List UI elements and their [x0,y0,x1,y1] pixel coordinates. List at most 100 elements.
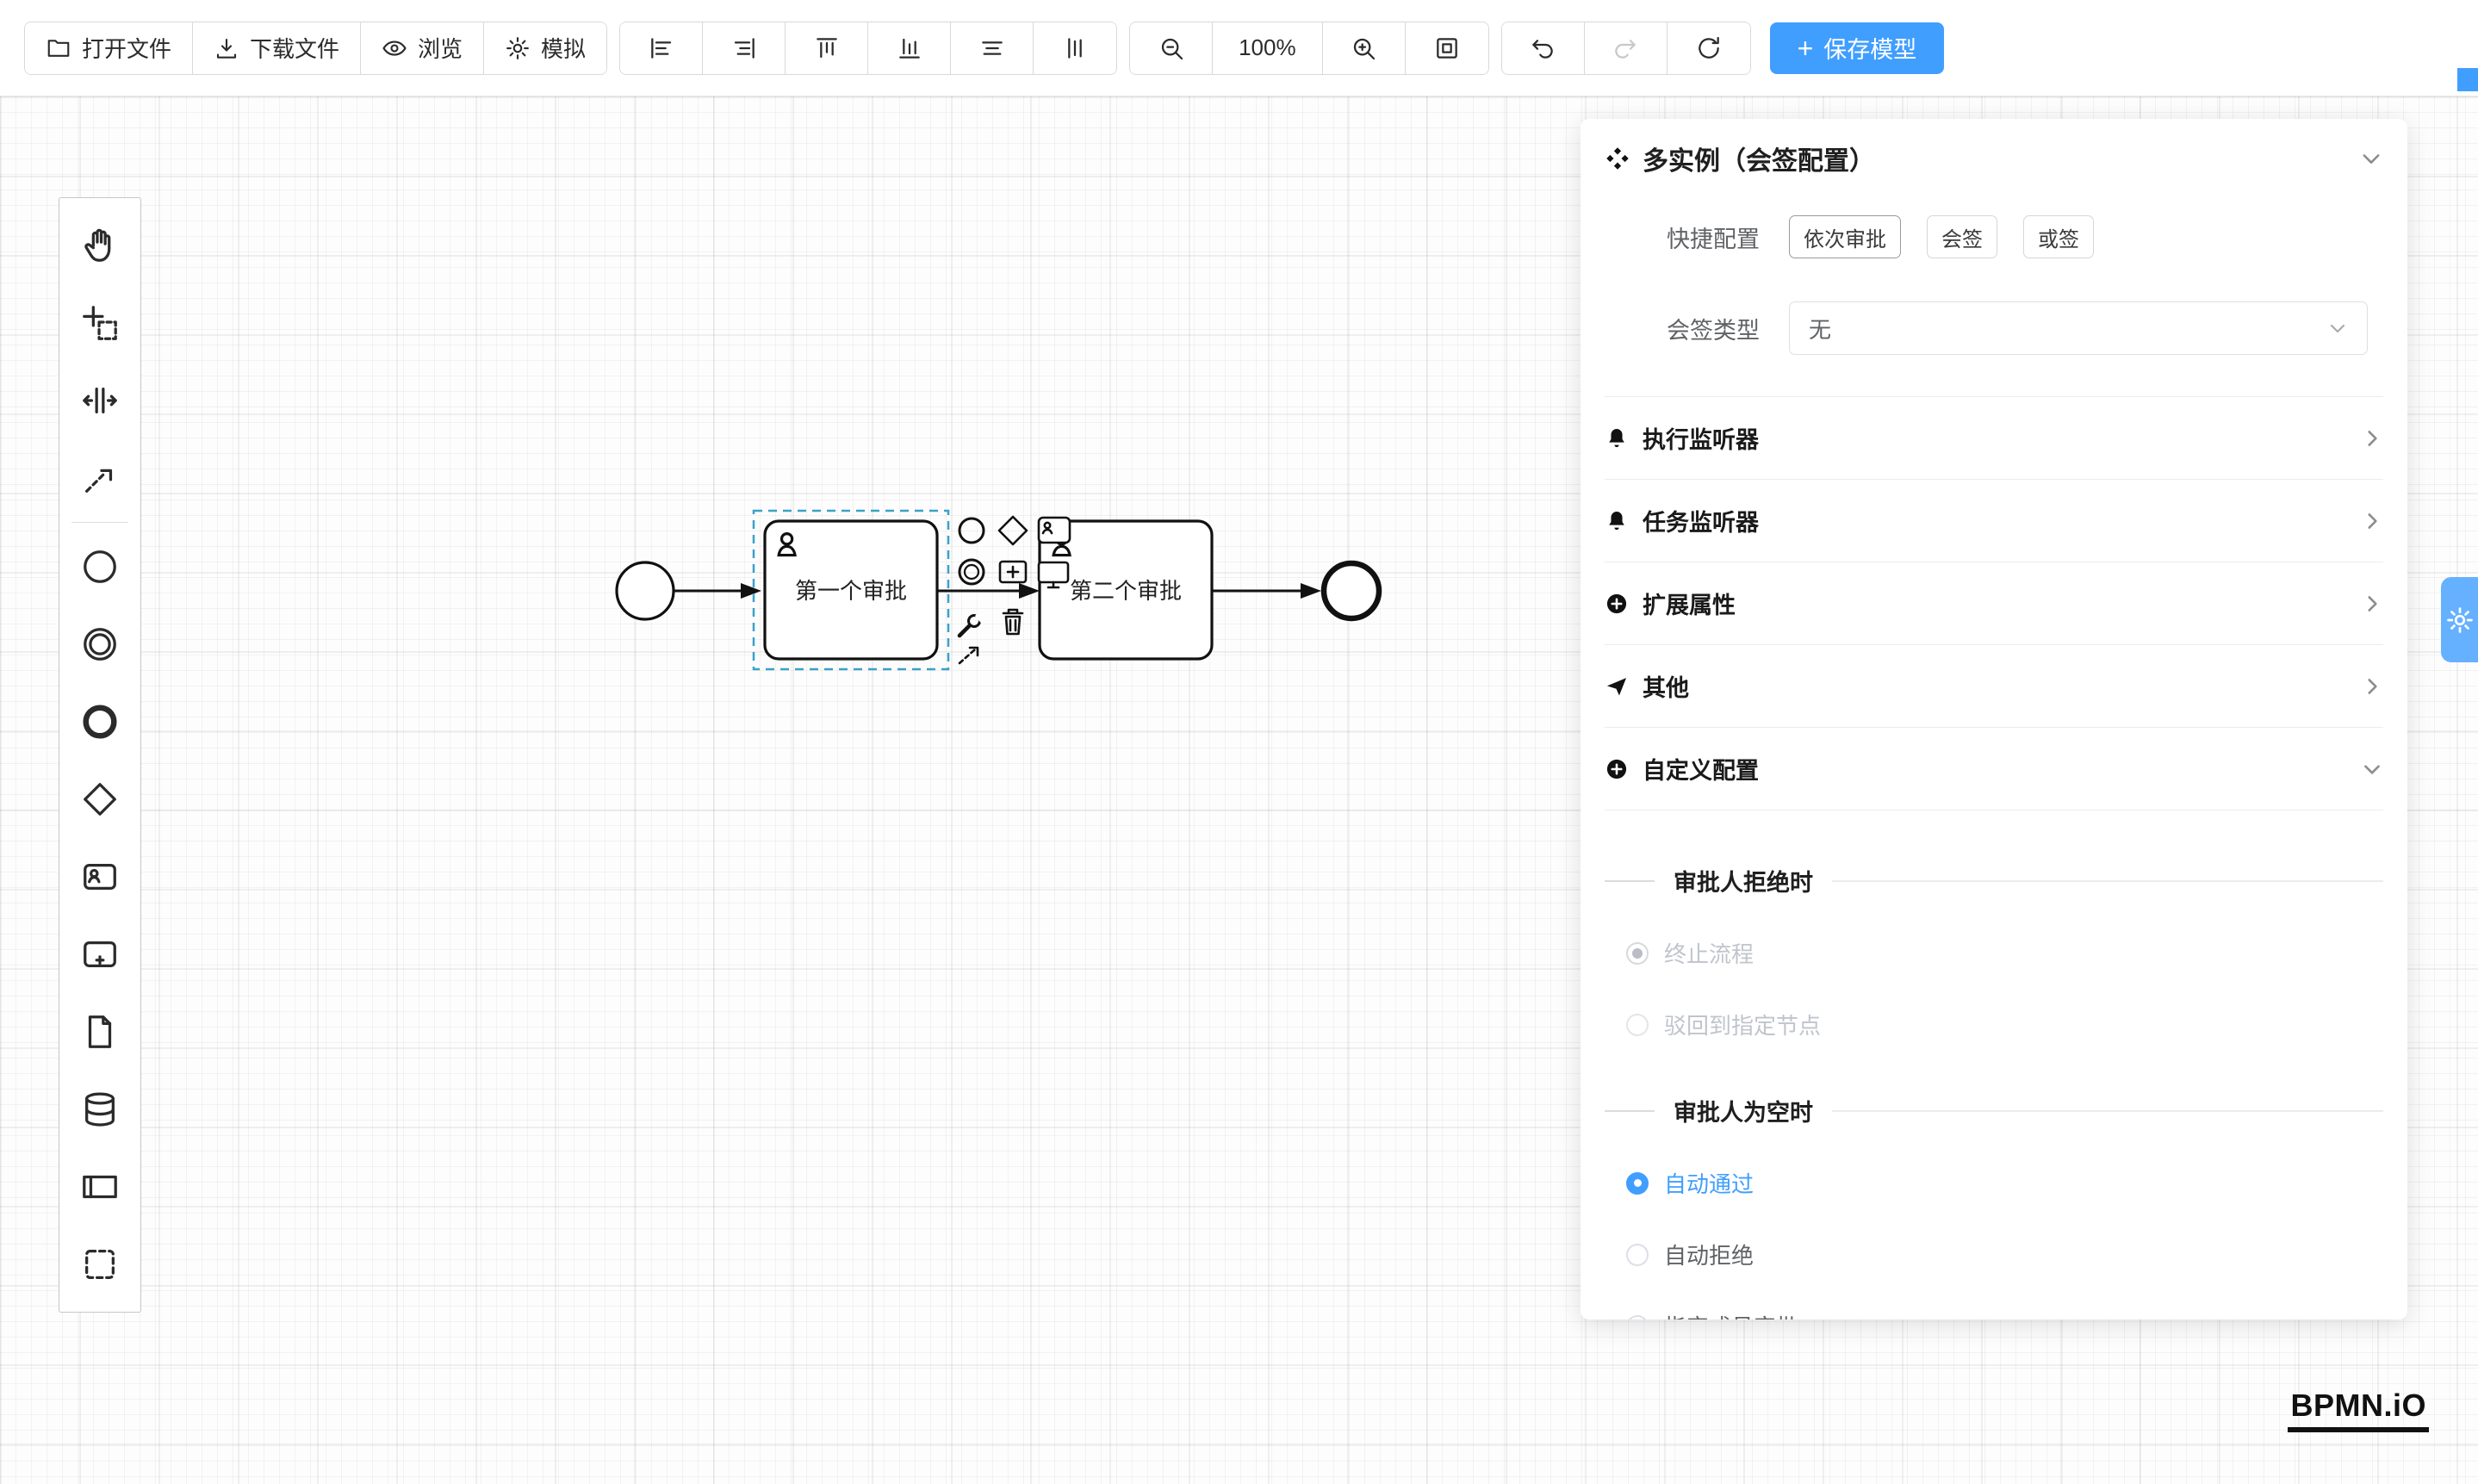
radio-auto-reject[interactable]: 自动拒绝 [1626,1239,2383,1270]
create-group[interactable] [59,1226,141,1303]
create-file[interactable] [59,993,141,1071]
chevron-down-icon [2364,764,2380,774]
undo-button[interactable] [1501,22,1585,74]
download-file-label: 下载文件 [250,36,340,62]
create-pool[interactable] [59,1148,141,1226]
pad-append-intermediate-event[interactable] [958,558,985,586]
pad-append-gateway[interactable] [997,515,1028,546]
radio-auto-pass[interactable]: 自动通过 [1626,1167,2383,1199]
file-icon [88,1015,112,1048]
pad-append-user-task[interactable] [1037,516,1071,544]
file-button-group: 打开文件 下载文件 浏览 模拟 [24,21,608,75]
bpmn-io-logo[interactable]: BPMN.iO [2288,1388,2429,1432]
create-intermediate-event[interactable] [59,605,141,683]
align-right-button[interactable] [703,22,786,74]
end-event-shape[interactable] [1320,560,1382,622]
align-left-icon [650,37,671,59]
start-event-shape[interactable] [615,561,675,621]
radio-return-to-node[interactable]: 驳回到指定节点 [1626,1009,2383,1040]
create-datastore[interactable] [59,1071,141,1148]
zoom-level: 100% [1213,22,1323,74]
execution-listener-row[interactable]: 执行监听器 [1605,396,2383,479]
scrollbar-thumb[interactable] [2457,68,2478,91]
chevron-right-icon [2368,512,2377,529]
zoom-in-button[interactable] [1322,22,1406,74]
other-row[interactable]: 其他 [1605,644,2383,727]
lasso-tool[interactable] [59,284,141,362]
zoom-button-group: 100% [1129,21,1489,75]
quick-config-row: 快捷配置 依次审批 会签 或签 [1605,207,2383,267]
user-task-1[interactable]: 第一个审批 [763,519,939,661]
sign-type-select[interactable]: 无 [1789,301,2368,355]
quick-option-sequential[interactable]: 依次审批 [1789,215,1901,258]
subprocess-icon [84,941,116,968]
bpmn-diagram: 第一个审批 第二个审批 [615,509,1382,671]
hand-icon [84,228,111,262]
save-model-button[interactable]: + 保存模型 [1769,22,1945,74]
radio-icon [1626,1171,1649,1195]
zoom-in-icon [1353,38,1376,59]
task2-label: 第二个审批 [1070,578,1182,604]
redo-button[interactable] [1584,22,1668,74]
space-tool[interactable] [59,362,141,439]
radio-icon [1626,941,1649,965]
send-icon [1606,677,1627,695]
open-file-button[interactable]: 打开文件 [25,22,194,74]
radio-assign-member[interactable]: 指定成员审批 [1626,1310,2383,1319]
zoom-reset-button[interactable] [1405,22,1488,74]
zoom-out-button[interactable] [1130,22,1214,74]
pad-append-screen[interactable] [1037,561,1070,589]
multi-instance-header[interactable]: 多实例（会签配置） [1605,119,2383,198]
sequence-flow-1[interactable] [674,583,761,599]
sign-type-row: 会签类型 无 [1605,298,2383,358]
user-task-2[interactable]: 第二个审批 [1038,519,1214,661]
preview-button[interactable]: 浏览 [361,22,485,74]
align-top-icon [816,37,837,58]
align-center-horizontal-button[interactable] [951,22,1034,74]
group-icon [85,1250,115,1279]
refresh-button[interactable] [1667,22,1750,74]
pad-append-end-event[interactable] [958,517,985,544]
pad-replace-wrench[interactable] [957,614,985,638]
sequence-flow-3[interactable] [1212,583,1321,599]
global-connect-tool[interactable] [59,439,141,517]
radio-icon [1626,1243,1649,1266]
align-top-button[interactable] [786,22,869,74]
reject-section-title: 审批人拒绝时 [1605,864,2383,897]
panel-toggle-tab[interactable] [2441,577,2478,662]
palette-separator [71,522,128,523]
pad-delete-trash[interactable] [1002,608,1024,636]
sequence-flow-2[interactable] [937,583,1040,599]
start-event-icon [84,550,116,583]
plus-icon: + [1797,32,1814,64]
space-tool-icon [83,387,117,414]
intermediate-event-icon [84,628,116,661]
hand-tool[interactable] [59,207,141,284]
align-bottom-icon [898,38,920,59]
create-start-event[interactable] [59,528,141,605]
simulate-button[interactable]: 模拟 [484,22,607,74]
user-task-icon [84,863,116,891]
create-gateway[interactable] [59,761,141,838]
create-end-event[interactable] [59,683,141,761]
align-bottom-button[interactable] [868,22,952,74]
gear-icon [2446,606,2473,633]
task-listener-row[interactable]: 任务监听器 [1605,479,2383,562]
pad-append-subprocess[interactable] [998,560,1028,584]
chevron-right-icon [2368,678,2377,694]
quick-option-countersign[interactable]: 会签 [1927,215,1997,258]
create-subprocess[interactable] [59,916,141,993]
gear-icon [506,36,529,59]
pad-connect-arrow[interactable] [958,646,979,665]
eye-icon [382,40,407,56]
align-center-vertical-button[interactable] [1034,22,1117,74]
radio-terminate-process[interactable]: 终止流程 [1626,937,2383,969]
create-user-task[interactable] [59,838,141,916]
panel-accordion: 执行监听器 任务监听器 扩展属性 其他 自定义配置 [1605,396,2383,810]
sign-type-value: 无 [1809,316,1832,343]
extended-properties-row[interactable]: 扩展属性 [1605,562,2383,644]
align-left-button[interactable] [620,22,704,74]
custom-config-row[interactable]: 自定义配置 [1605,727,2383,810]
quick-option-orsign[interactable]: 或签 [2023,215,2094,258]
download-file-button[interactable]: 下载文件 [193,22,362,74]
